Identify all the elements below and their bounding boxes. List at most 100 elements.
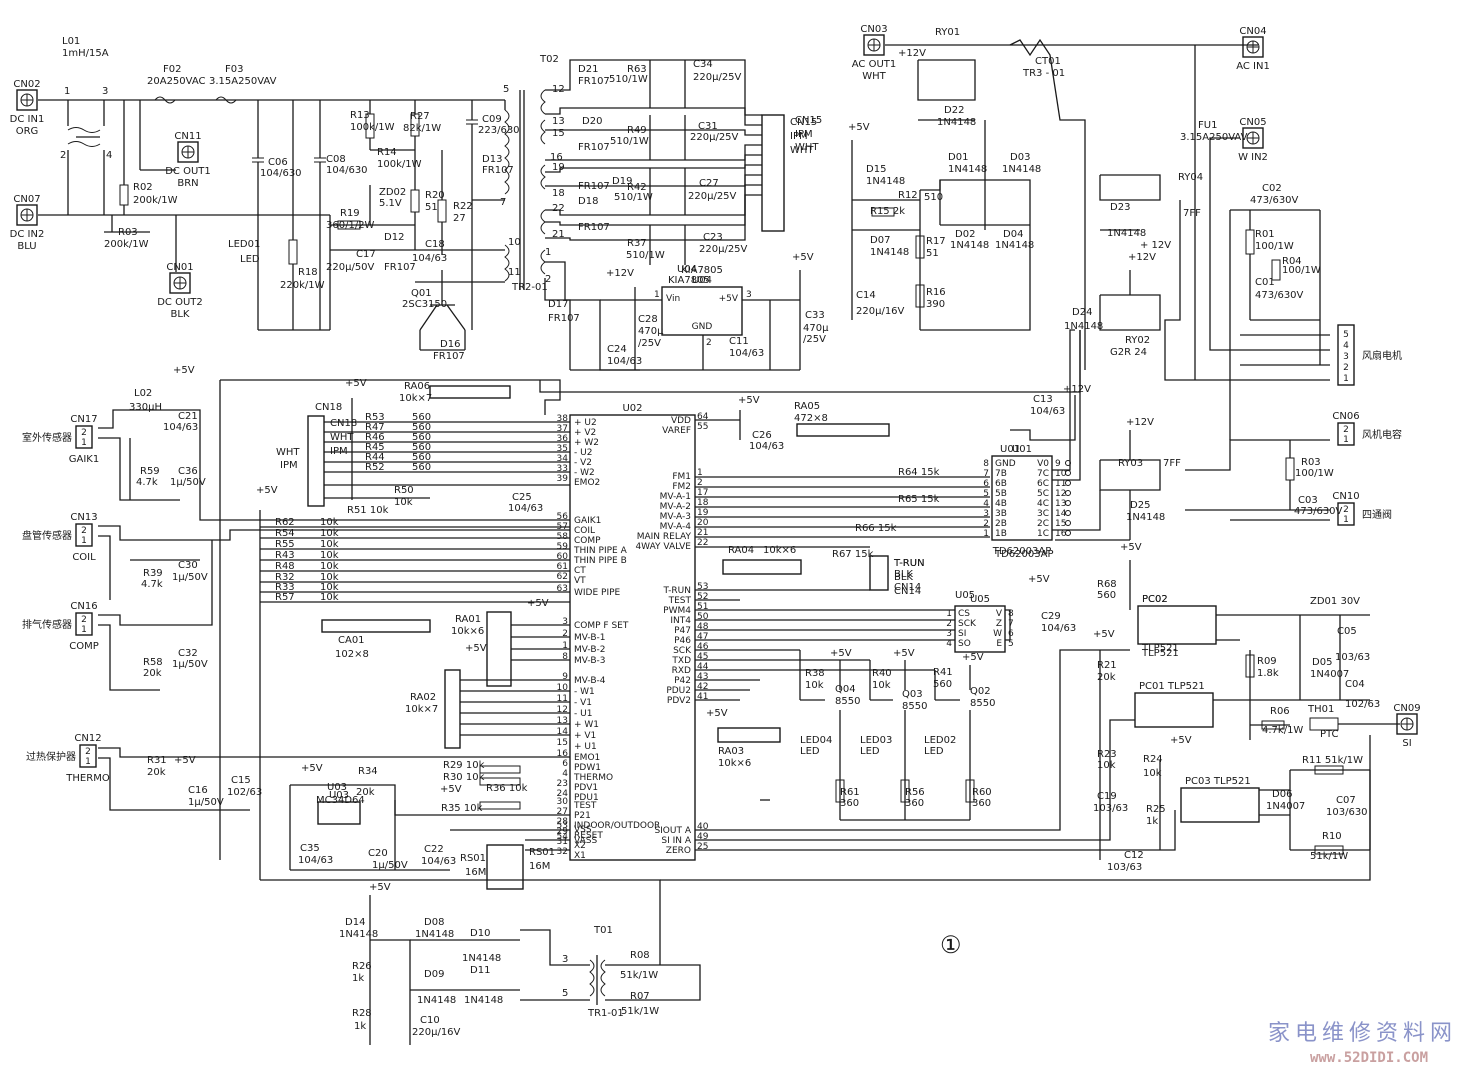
component-label: C20 (368, 848, 388, 859)
pin-terminal (1065, 480, 1071, 486)
component-label: R23 (1097, 749, 1117, 760)
connector-sub: W IN2 (1238, 152, 1268, 163)
component-label: 1 (64, 86, 70, 97)
component-label: WHT (276, 447, 300, 458)
component-label: CN14 (894, 582, 921, 593)
plug-pin: 3 (1343, 352, 1349, 362)
component-label: R59 (140, 466, 160, 477)
component-label: 104/63 (298, 855, 333, 866)
pin-name: X2 (574, 841, 586, 851)
block-label: T-RUN (893, 558, 925, 569)
pin-number: 54 (557, 832, 569, 842)
pin-number: 57 (557, 522, 568, 532)
component-label: 10k (320, 528, 339, 539)
component-label: FR107 (548, 313, 580, 324)
component-label: +5V (440, 784, 462, 795)
component-label: 100k/1W (377, 159, 422, 170)
component-label: R47 (365, 422, 385, 433)
component-label: +5V (848, 122, 870, 133)
pin-name: MV-B-2 (574, 645, 605, 655)
pin-number: 52 (697, 592, 708, 602)
component-label: FR107 (578, 222, 610, 233)
component-label: C24 (607, 344, 627, 355)
component-label: 3 (562, 954, 568, 965)
component-label: 10k (320, 517, 339, 528)
u02-left-pin: 15+ U1 (557, 738, 597, 752)
block-label: PC03 TLP521 (1185, 776, 1251, 787)
pin-name: V0 (1037, 459, 1049, 469)
component-label: G2R 24 (1110, 347, 1147, 358)
pin-name: P47 (674, 626, 691, 636)
block-sub: BLK (894, 572, 913, 583)
component-label: 560 (412, 442, 431, 453)
block-label: CN15 (790, 117, 817, 128)
pin-number: 4 (562, 769, 568, 779)
pin-number: 64 (697, 412, 709, 422)
component-label: BLK (894, 569, 913, 580)
component-label: 360 (905, 798, 924, 809)
pin-name: - W2 (574, 468, 595, 478)
component-label: R14 (377, 147, 397, 158)
pin-number: 15 (557, 738, 568, 748)
component-label: ZD01 30V (1310, 596, 1360, 607)
component-label: C34 (693, 59, 713, 70)
pin-name: SIOUT A (654, 826, 691, 836)
pin-name: P46 (674, 636, 691, 646)
component-label: D20 (582, 116, 602, 127)
pin-name: CT (574, 566, 586, 576)
component-label: R29 10k (443, 760, 485, 771)
pin-name: WIDE PIPE (574, 588, 621, 598)
component-label: 560 (412, 412, 431, 423)
pin-number: 7 (1008, 619, 1014, 629)
component-label: 220μ/25V (690, 132, 739, 143)
component-label: D02 (955, 229, 975, 240)
plug-pin: 1 (1343, 435, 1349, 445)
pin-number: 32 (557, 847, 568, 857)
pin-number: 51 (697, 602, 708, 612)
plug-pin: 1 (81, 625, 87, 635)
pin-name: VT (574, 576, 586, 586)
chip-body (317, 801, 361, 825)
component-label: CN15 (795, 115, 822, 126)
component-label: R61 (840, 787, 860, 798)
component-label: RA01 (455, 614, 481, 625)
component-label: C25 (512, 492, 532, 503)
pin-name: 7B (995, 469, 1007, 479)
pin-number: 16 (557, 749, 569, 759)
component-label: R53 (365, 412, 385, 423)
component-label: R62 (275, 517, 295, 528)
pin-name: PDV2 (667, 696, 691, 706)
pin-name: THIN PIPE A (573, 546, 628, 556)
component-label: RY04 (1178, 172, 1203, 183)
component-label: R52 (365, 462, 385, 473)
component-label: L02 (134, 388, 152, 399)
pin-number: 38 (557, 414, 569, 424)
component-label: 1N4148 (1126, 512, 1165, 523)
component-label: 19 (552, 162, 565, 173)
pin-number: 19 (697, 508, 709, 518)
pin-name: FM2 (672, 482, 691, 492)
pin-number: 11 (557, 694, 568, 704)
component-label: 7FF (1163, 458, 1181, 469)
component-label: 200k/1W (104, 239, 149, 250)
chip-body (869, 555, 889, 591)
pin-number: 8 (562, 652, 568, 662)
component-label: +5V (962, 652, 984, 663)
component-label: 10k (320, 592, 339, 603)
component-label: C21 (178, 411, 198, 422)
pin-name: 3B (995, 509, 1007, 519)
component-label: 220μ/25V (693, 72, 742, 83)
component-label: 1N4148 (866, 176, 905, 187)
u02-left-pin: 34- V2 (557, 454, 592, 468)
component-label: +5V (1170, 735, 1192, 746)
component-label: +12V (606, 268, 634, 279)
pin-name: COMP F SET (574, 621, 629, 631)
component-label: D05 (1312, 657, 1332, 668)
pin-number: 2 (697, 478, 703, 488)
connector-label: CN09 (1393, 703, 1420, 714)
